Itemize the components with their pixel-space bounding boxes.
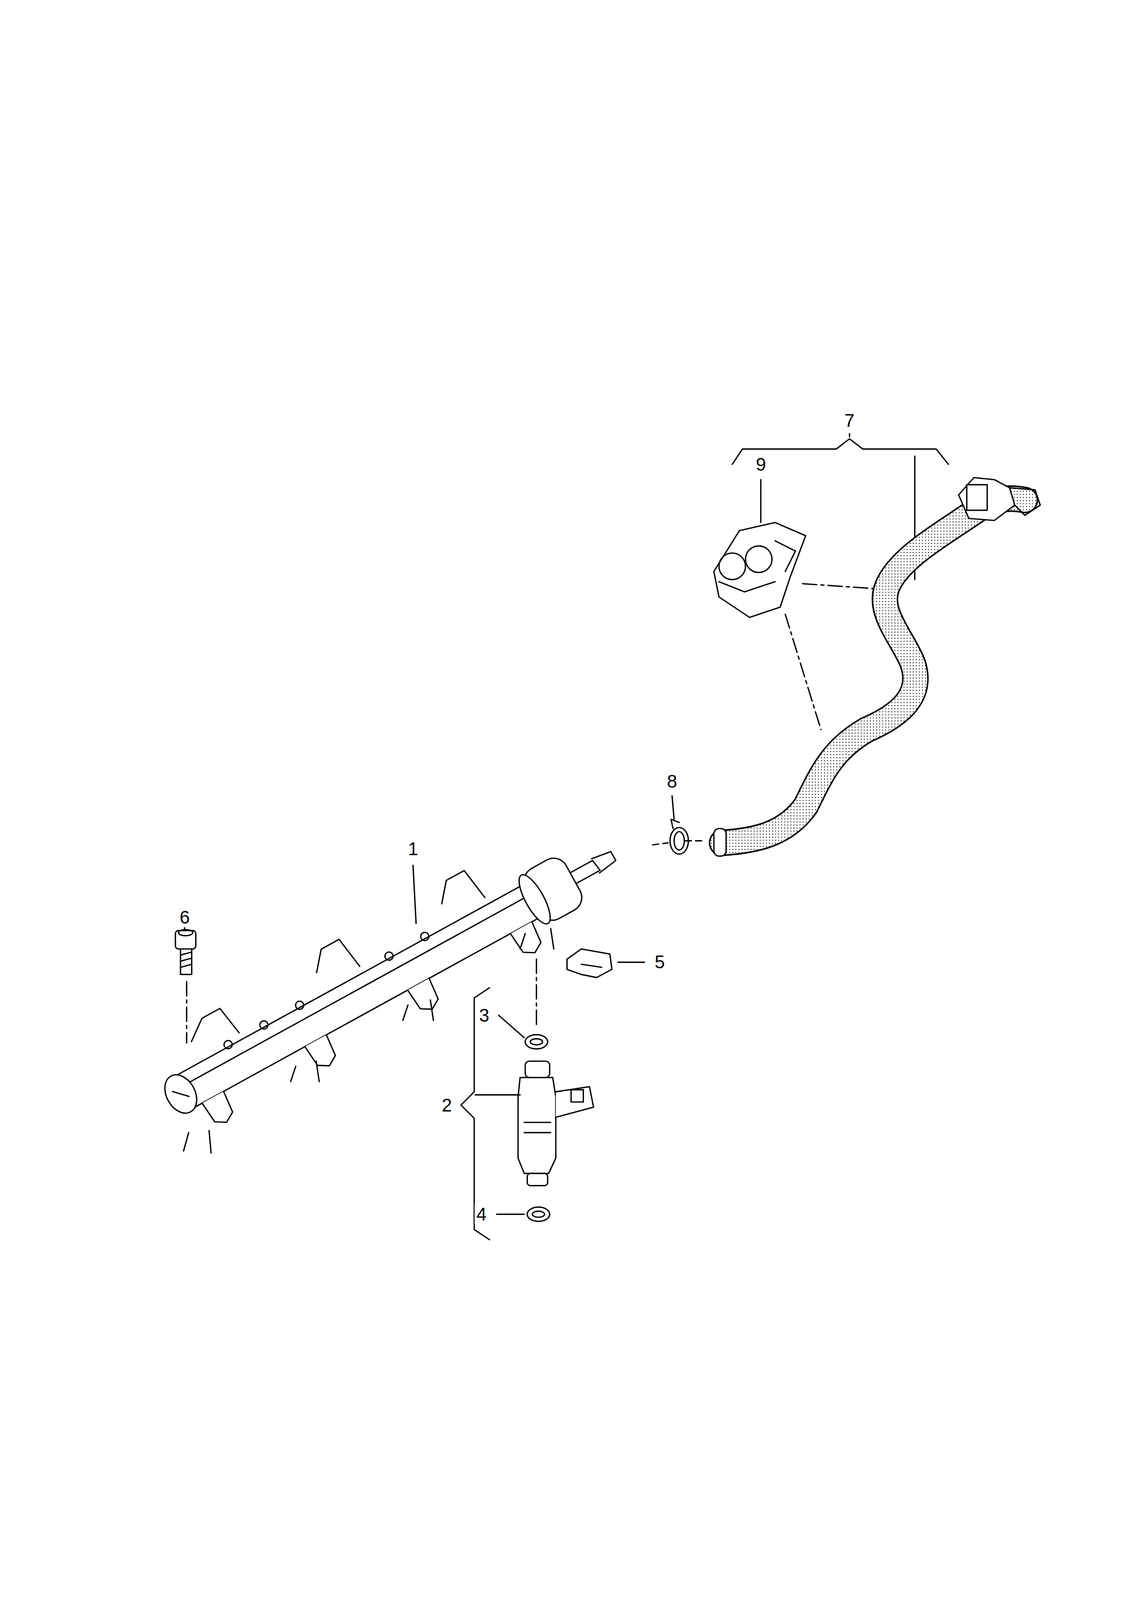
callout-number: 8 [665,770,679,791]
callout-number: 2 [439,1094,454,1115]
callout-number: 1 [406,838,420,859]
callout-number: 9 [754,454,768,475]
callout-number: 6 [177,906,192,927]
callout-number: 7 [842,410,857,431]
callout-number: 3 [477,1004,492,1025]
callout-number: 4 [474,1203,489,1224]
callout-number: 5 [652,951,667,972]
